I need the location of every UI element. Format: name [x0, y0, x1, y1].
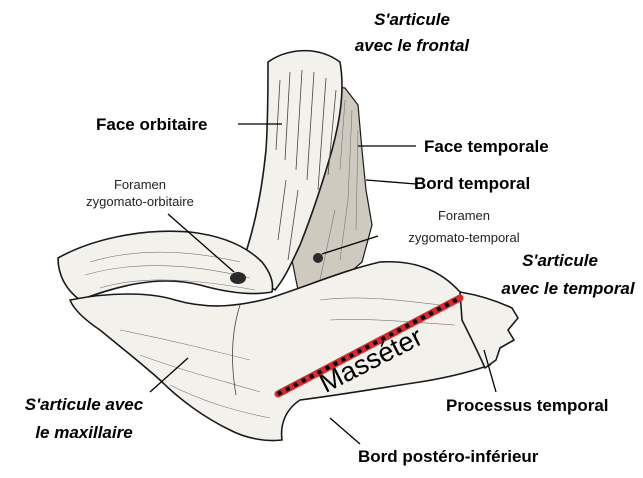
label-face-orbitaire: Face orbitaire [96, 115, 208, 134]
label-frontal-2: avec le frontal [355, 36, 471, 55]
label-maxillaire-1: S'articule avec [25, 395, 144, 414]
label-foramen-zt-1: Foramen [438, 208, 490, 223]
label-foramen-zo-2: zygomato-orbitaire [86, 194, 194, 209]
leader-bord-postero-inferieur [330, 418, 360, 444]
label-foramen-zo-1: Foramen [114, 177, 166, 192]
label-bord-postero-inferieur: Bord postéro-inférieur [358, 447, 539, 466]
label-temporal-2: avec le temporal [501, 279, 636, 298]
label-temporal-1: S'articule [522, 251, 598, 270]
label-frontal-1: S'articule [374, 10, 450, 29]
label-face-temporale: Face temporale [424, 137, 549, 156]
label-bord-temporal: Bord temporal [414, 174, 530, 193]
zygomatic-bone-illustration [58, 51, 518, 441]
label-maxillaire-2: le maxillaire [35, 423, 132, 442]
label-foramen-zt-2: zygomato-temporal [408, 230, 519, 245]
foramen-zygomato-temporal-hole [313, 253, 323, 263]
leader-bord-temporal [366, 180, 416, 184]
foramen-zygomato-orbitaire-hole [230, 272, 246, 284]
label-processus-temporal: Processus temporal [446, 396, 609, 415]
